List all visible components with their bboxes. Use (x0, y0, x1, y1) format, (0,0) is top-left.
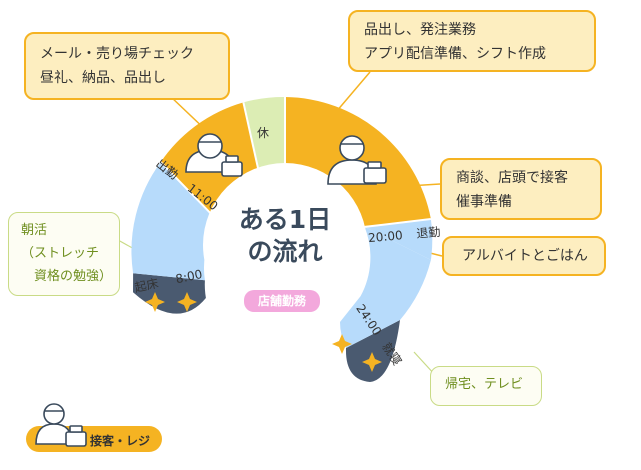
connector-afternoon (335, 71, 371, 113)
callout-night: 帰宅、テレビ (430, 366, 542, 406)
callout-evening-work: 商談、店頭で接客 催事準備 (440, 158, 602, 220)
star-icon (145, 292, 382, 372)
callout-morning-work: メール・売り場チェック 昼礼、納品、品出し (24, 32, 230, 100)
callout-morning-activity: 朝活 （ストレッチ 資格の勉強） (8, 212, 120, 296)
worker-icon (327, 135, 387, 185)
diagram-title: ある1日 の流れ (238, 205, 332, 266)
segment-morning-off (131, 162, 219, 281)
callout-part-time: アルバイトとごはん (442, 236, 606, 276)
worker-icon (35, 403, 87, 447)
callout-afternoon-work: 品出し、発注業務 アプリ配信準備、シフト作成 (348, 10, 596, 72)
segment-rest (243, 96, 285, 184)
legend-label: 接客・レジ (90, 434, 151, 448)
worker-icon (185, 133, 243, 177)
segment-sleep-night (345, 320, 400, 382)
rest-label: 休 (257, 126, 270, 140)
center-label: 店舗勤務 (244, 290, 320, 312)
segment-part-time (340, 226, 431, 348)
